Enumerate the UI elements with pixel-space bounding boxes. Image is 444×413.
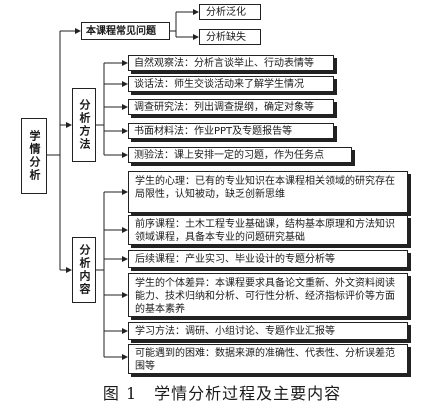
issue-item-label: 分析缺失 bbox=[206, 31, 246, 43]
content-item-text: 学生的个体差异：本课程要求具备论文重新、外文资料阅读能力、技术归纳和分析、可行性… bbox=[135, 278, 395, 315]
method-item: 调查研究法：列出调查提纲，确定对象等 bbox=[128, 99, 334, 115]
issue-item: 分析泛化 bbox=[199, 4, 261, 20]
contents-label: 分析内容 bbox=[78, 244, 91, 296]
methods-node: 分析方法 bbox=[72, 88, 96, 162]
content-item-text: 学习方法：调研、小组讨论、专题作业汇报等 bbox=[135, 325, 335, 337]
methods-label: 分析方法 bbox=[78, 99, 91, 151]
content-item: 学习方法：调研、小组讨论、专题作业汇报等 bbox=[128, 322, 408, 340]
method-item-text: 谈话法：师生交谈活动来了解学生情况 bbox=[134, 78, 304, 90]
method-item-text: 调查研究法：列出调查提纲，确定对象等 bbox=[134, 101, 314, 113]
method-item-text: 测验法：课上安排一定的习题，作为任务点 bbox=[134, 149, 324, 161]
common-issues-node: 本课程常见问题 bbox=[81, 22, 170, 40]
contents-node: 分析内容 bbox=[72, 237, 96, 303]
content-item: 学生的心理：已有的专业知识在本课程相关领域的研究存在局限性，认知被动，缺乏创新思… bbox=[128, 171, 408, 213]
content-item-text: 可能遇到的困难：数据来源的准确性、代表性、分析误差范围等 bbox=[135, 348, 395, 372]
content-item-text: 后续课程：产业实习、毕业设计的专题分析等 bbox=[135, 253, 335, 265]
issue-item-label: 分析泛化 bbox=[206, 6, 246, 18]
method-item-text: 书面材料法：作业PPT及专题报告等 bbox=[134, 125, 293, 137]
content-item: 后续课程：产业实习、毕业设计的专题分析等 bbox=[128, 250, 408, 268]
root-label: 学情分析 bbox=[28, 130, 41, 182]
figure-caption: 图 1 学情分析过程及主要内容 bbox=[102, 384, 342, 403]
method-item: 自然观察法：分析言谈举止、行动表情等 bbox=[128, 55, 334, 71]
method-item-text: 自然观察法：分析言谈举止、行动表情等 bbox=[134, 57, 314, 69]
issue-item: 分析缺失 bbox=[199, 29, 261, 45]
common-issues-title: 本课程常见问题 bbox=[86, 25, 156, 37]
content-item: 学生的个体差异：本课程要求具备论文重新、外文资料阅读能力、技术归纳和分析、可行性… bbox=[128, 273, 408, 317]
method-item: 谈话法：师生交谈活动来了解学生情况 bbox=[128, 76, 334, 92]
content-item: 前序课程：土木工程专业基础课，结构基本原理和方法知识领域课程，具备本专业的问题研… bbox=[128, 215, 408, 245]
method-item: 书面材料法：作业PPT及专题报告等 bbox=[128, 123, 334, 139]
content-item-text: 前序课程：土木工程专业基础课，结构基本原理和方法知识领域课程，具备本专业的问题研… bbox=[135, 219, 395, 243]
root-node: 学情分析 bbox=[21, 118, 47, 194]
content-item-text: 学生的心理：已有的专业知识在本课程相关领域的研究存在局限性，认知被动，缺乏创新思… bbox=[135, 176, 395, 200]
method-item: 测验法：课上安排一定的习题，作为任务点 bbox=[128, 147, 352, 163]
content-item: 可能遇到的困难：数据来源的准确性、代表性、分析误差范围等 bbox=[128, 344, 408, 374]
